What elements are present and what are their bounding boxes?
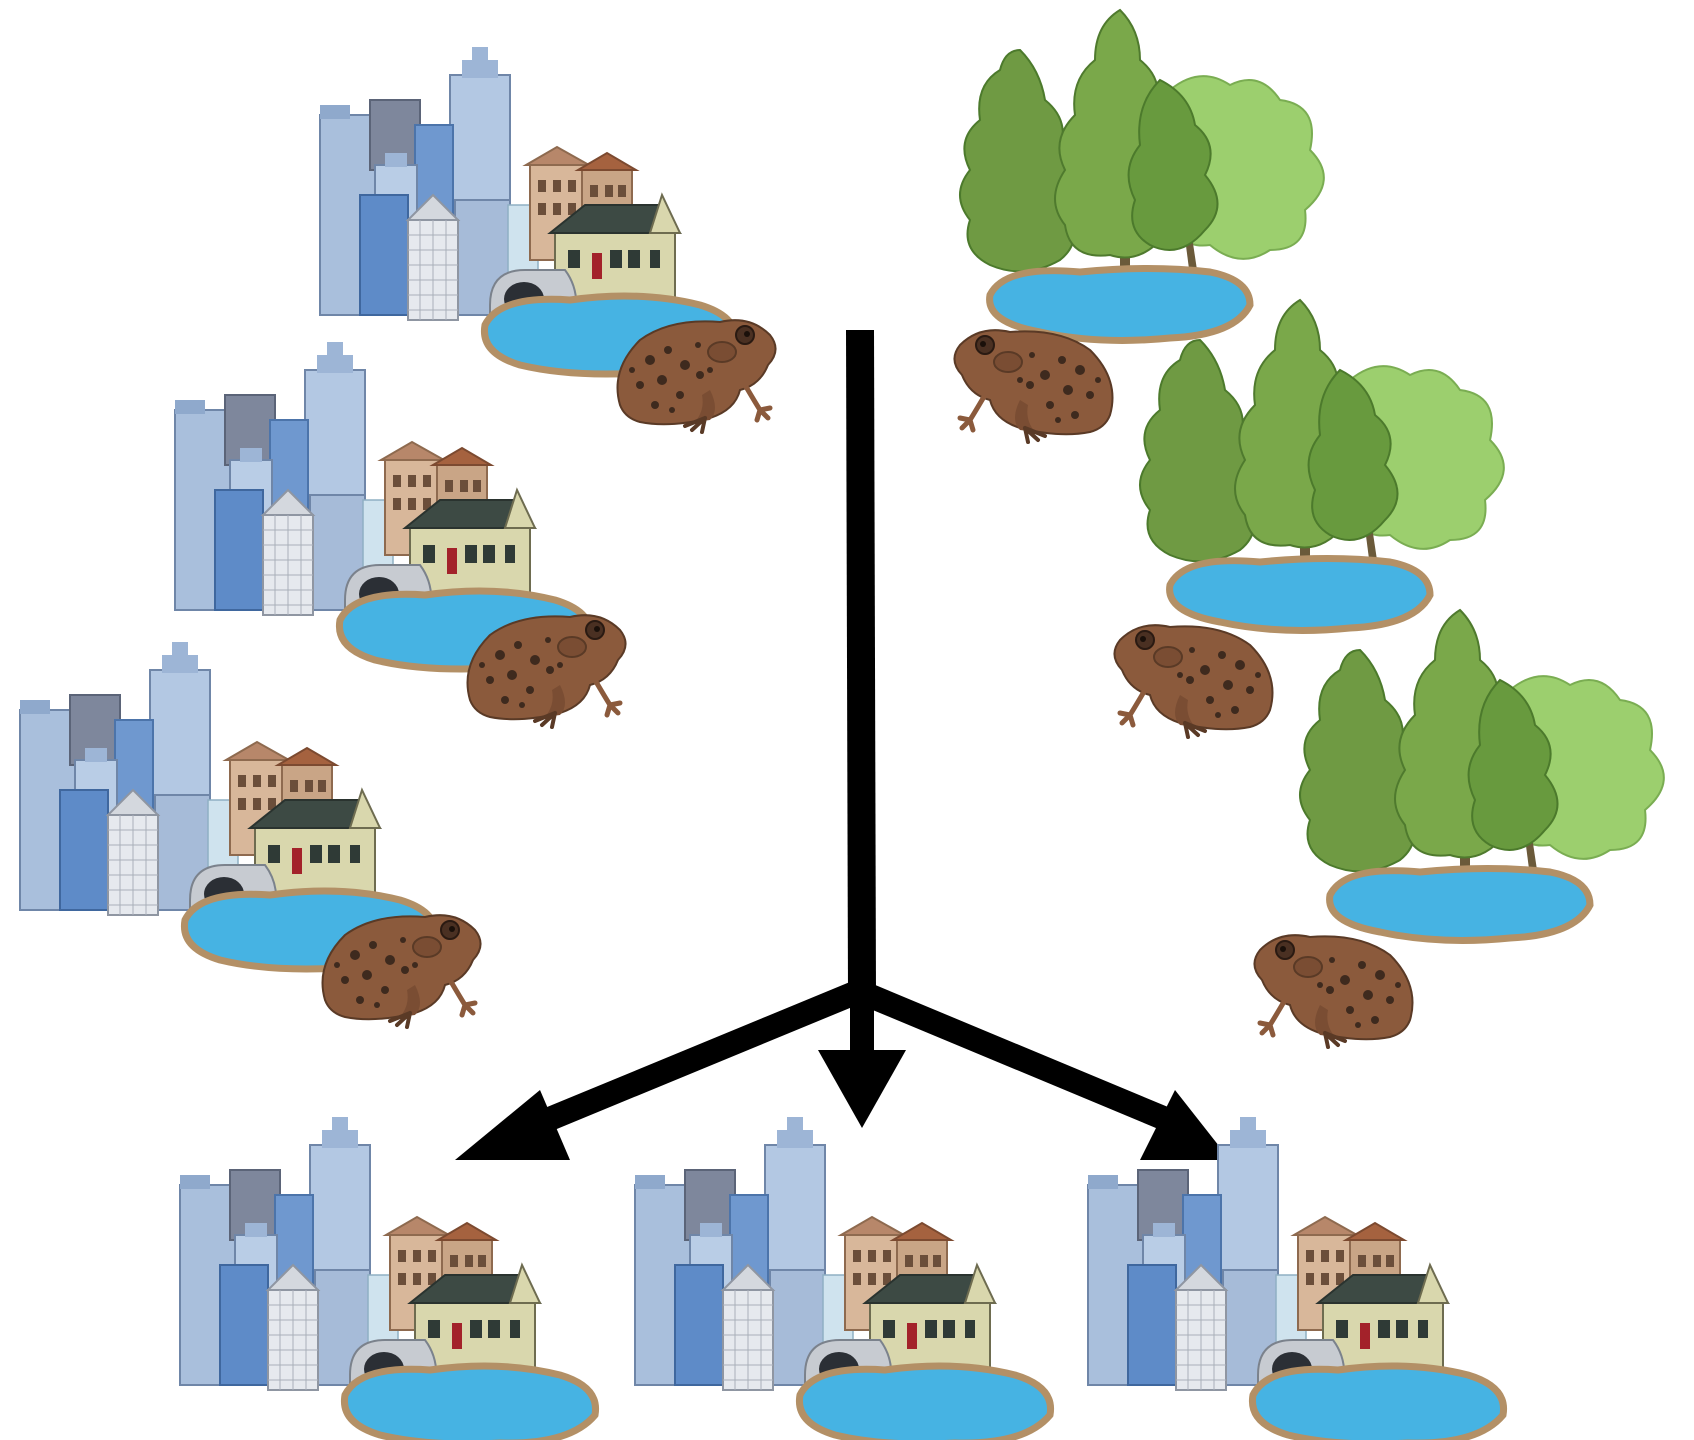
arrow-head-right	[1140, 1090, 1230, 1160]
urban-site-top-left	[320, 47, 776, 432]
forest-site-bottom-right	[1254, 610, 1663, 1047]
urban-site-bottom-row-1	[180, 1117, 596, 1440]
arrow-icon	[530, 978, 867, 1137]
arrow-group	[455, 329, 1230, 1160]
toad-icon	[1254, 935, 1412, 1047]
arrow-head-center	[818, 1050, 906, 1128]
city-icon	[20, 642, 436, 969]
forest-icon	[1300, 610, 1664, 940]
urban-site-middle-left	[175, 342, 626, 727]
forest-icon	[960, 10, 1324, 340]
urban-site-bottom-row-2	[635, 1117, 1051, 1440]
forest-icon	[1140, 300, 1504, 630]
toad-icon	[954, 330, 1112, 442]
city-icon	[1088, 1117, 1504, 1440]
arrow-stem	[846, 329, 876, 996]
urban-site-bottom-row-3	[1088, 1117, 1504, 1440]
city-icon	[180, 1117, 596, 1440]
arrow-icon	[863, 983, 1185, 1137]
arrow-head-left	[455, 1090, 570, 1160]
urban-site-bottom-left	[20, 642, 481, 1027]
toad-icon	[1114, 625, 1272, 737]
city-icon	[635, 1117, 1051, 1440]
